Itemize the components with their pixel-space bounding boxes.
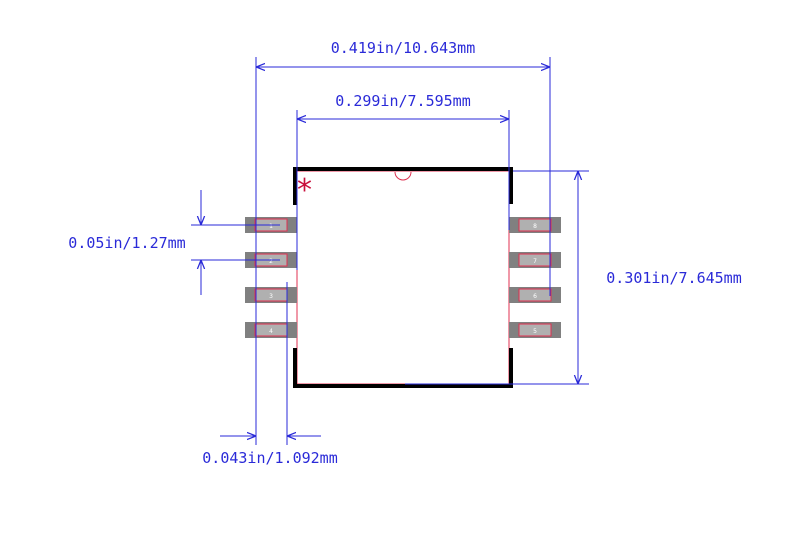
pads-right: 8 7 6 5	[509, 217, 561, 338]
pad-number: 5	[533, 328, 537, 335]
pad: 4	[245, 322, 297, 338]
pad: 3	[245, 287, 297, 303]
pad-number: 3	[269, 293, 273, 300]
pad: 5	[509, 322, 561, 338]
pads-left: 1 2 3 4	[245, 217, 297, 338]
pad: 8	[509, 217, 561, 233]
body-width-dimension	[296, 110, 510, 270]
pad-length-dimension	[220, 282, 321, 445]
silkscreen-outline	[293, 167, 513, 388]
body-outline	[296, 170, 510, 385]
pad-number: 7	[533, 258, 537, 265]
pad-number: 8	[533, 223, 537, 230]
pad-length-label: 0.043in/1.092mm	[202, 449, 337, 467]
pad: 6	[509, 287, 561, 303]
pitch-dimension	[191, 190, 280, 295]
overall-width-dimension	[255, 57, 551, 445]
body-height-label: 0.301in/7.645mm	[606, 269, 741, 287]
pad: 7	[509, 252, 561, 268]
pin1-notch	[394, 171, 412, 181]
pad-number: 1	[269, 223, 273, 230]
pitch-label: 0.05in/1.27mm	[68, 234, 185, 252]
pad-number: 2	[269, 258, 273, 265]
body-width-label: 0.299in/7.595mm	[335, 92, 470, 110]
overall-width-label: 0.419in/10.643mm	[331, 39, 476, 57]
pad-number: 4	[269, 328, 273, 335]
pin1-marker: *	[297, 173, 312, 208]
pad-number: 6	[533, 293, 537, 300]
body-height-dimension	[405, 170, 589, 385]
